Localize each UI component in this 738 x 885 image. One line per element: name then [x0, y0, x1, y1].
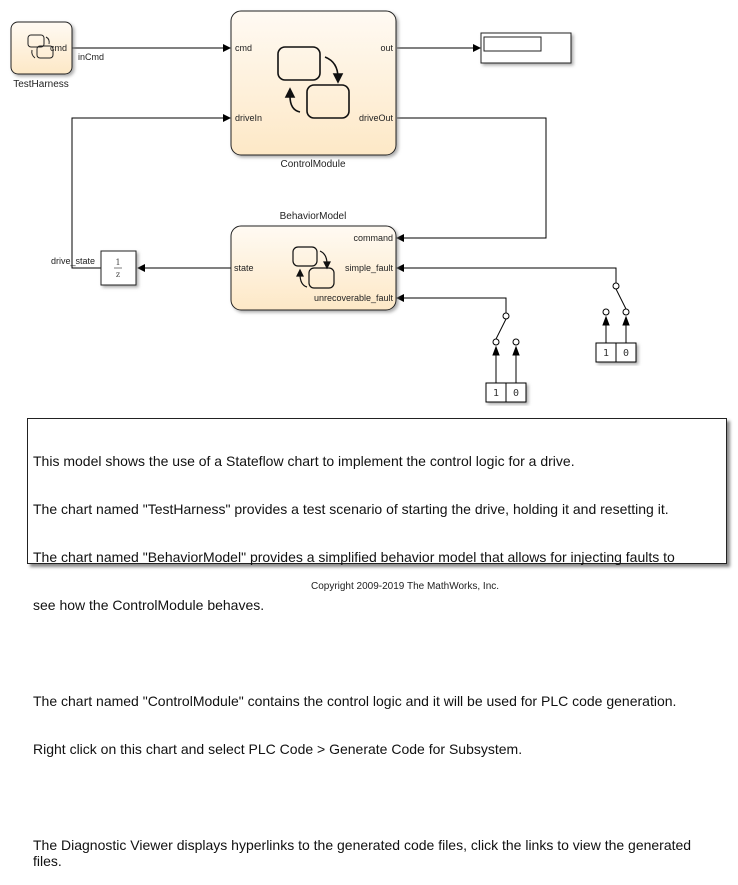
stateflow-icon — [277, 46, 350, 119]
annotation-line: Right click on this chart and select PLC… — [33, 741, 523, 757]
signal-label-incmd: inCmd — [78, 52, 104, 62]
controlmodule-port-driveout: driveOut — [359, 113, 394, 123]
model-canvas: cmd TestHarness inCmd cmd driveIn out dr… — [10, 10, 637, 403]
behaviormodel-port-unrecoverable-fault: unrecoverable_fault — [314, 293, 394, 303]
display-block[interactable] — [480, 32, 572, 64]
testharness-name: TestHarness — [13, 79, 69, 90]
controlmodule-port-cmd: cmd — [235, 43, 252, 53]
behaviormodel-port-simple-fault: simple_fault — [345, 263, 394, 273]
annotation-line: The Diagnostic Viewer displays hyperlink… — [33, 837, 695, 869]
signal-label-drive-state: drive_state — [51, 256, 95, 266]
signal-simple-fault[interactable] — [396, 264, 617, 286]
annotation-line: The chart named "ControlModule" contains… — [33, 693, 677, 709]
signal-drive-state[interactable] — [71, 114, 231, 269]
switch-simple-option-0[interactable]: 0 — [623, 348, 629, 359]
display-value-field — [483, 36, 542, 52]
annotation-line: The chart named "BehaviorModel" provides… — [33, 549, 675, 565]
unit-delay-block[interactable]: 1 z — [100, 250, 137, 286]
switch-unrecoverable-option-1[interactable]: 1 — [493, 388, 499, 399]
controlmodule-port-drivein: driveIn — [235, 113, 262, 123]
controlmodule-block[interactable]: cmd driveIn out driveOut ControlModule — [230, 10, 397, 170]
stateflow-icon — [292, 246, 335, 289]
annotation-line — [33, 645, 721, 661]
manual-switch-unrecoverable-fault[interactable] — [485, 312, 527, 403]
signal-lines — [71, 44, 617, 316]
copyright-text: Copyright 2009-2019 The MathWorks, Inc. — [310, 581, 500, 592]
signal-unrecoverable-fault[interactable] — [396, 294, 507, 316]
stateflow-icon — [27, 34, 54, 59]
unit-delay-denominator: z — [116, 270, 120, 279]
unit-delay-numerator: 1 — [115, 258, 120, 267]
annotation-line: This model shows the use of a Stateflow … — [33, 453, 575, 469]
behaviormodel-port-state: state — [234, 263, 254, 273]
manual-switch-simple-fault[interactable] — [595, 282, 637, 363]
annotation-line: The chart named "TestHarness" provides a… — [33, 501, 669, 517]
switch-simple-option-1[interactable]: 1 — [603, 348, 609, 359]
annotation-line — [33, 789, 721, 805]
behaviormodel-block[interactable]: BehaviorModel state command simple_fault… — [230, 211, 397, 311]
switch-unrecoverable-option-0[interactable]: 0 — [513, 388, 519, 399]
behaviormodel-name: BehaviorModel — [280, 211, 347, 222]
annotation-line: see how the ControlModule behaves. — [33, 597, 265, 613]
behaviormodel-port-command: command — [353, 233, 393, 243]
signal-driveout[interactable] — [396, 117, 547, 242]
model-annotation[interactable]: This model shows the use of a Stateflow … — [27, 418, 727, 869]
controlmodule-name: ControlModule — [280, 159, 345, 170]
testharness-port-cmd: cmd — [50, 43, 67, 53]
controlmodule-port-out: out — [380, 43, 393, 53]
testharness-block[interactable]: cmd TestHarness — [10, 21, 73, 90]
